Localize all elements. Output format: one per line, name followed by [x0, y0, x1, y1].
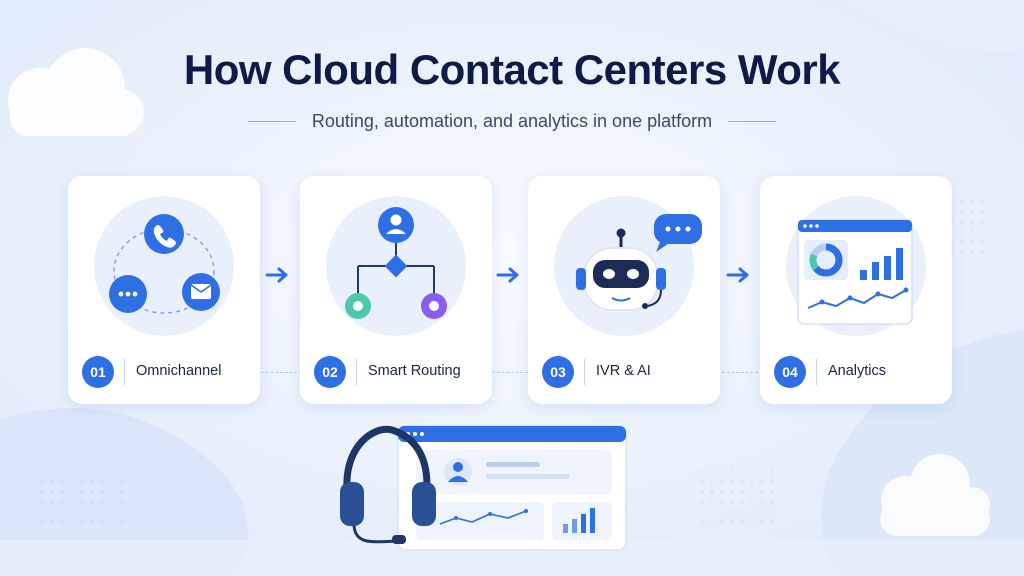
step-number-badge: 02 [314, 356, 346, 388]
step-number-badge: 03 [542, 356, 574, 388]
cloud-icon [880, 454, 990, 536]
step-card-analytics: 04 Analytics [760, 176, 952, 404]
step-number-badge: 01 [82, 356, 114, 388]
phone-icon [144, 214, 184, 254]
line-chart-icon [439, 509, 528, 525]
step-card-ivr-ai: 03 IVR & AI [528, 176, 720, 404]
dashed-connector [492, 372, 528, 373]
arrow-right-icon [265, 267, 288, 283]
robot-icon [576, 228, 666, 311]
bar-chart-icon [563, 508, 595, 533]
subtitle-divider-left [247, 121, 296, 122]
subtitle-divider-right [728, 121, 777, 122]
email-icon [182, 273, 220, 311]
step-label: IVR & AI [596, 363, 651, 379]
step-label: Analytics [828, 363, 887, 379]
bar-chart-icon [860, 248, 903, 280]
avatar-icon [444, 458, 472, 486]
omnichannel-illustration [109, 214, 220, 314]
donut-chart-icon [804, 240, 848, 280]
badge-divider [124, 359, 125, 385]
page-subtitle: Routing, automation, and analytics in on… [311, 111, 713, 131]
headset-icon [340, 425, 436, 544]
node-icon [345, 293, 371, 319]
routing-illustration [345, 207, 447, 319]
step-label: Smart Routing [368, 363, 461, 379]
line-chart-icon [807, 287, 909, 309]
step-number-badge: 04 [774, 356, 806, 388]
badge-divider [356, 359, 357, 385]
ivr-ai-illustration [576, 214, 702, 311]
badge-divider [584, 359, 585, 385]
badge-divider [816, 359, 817, 385]
dashed-connector [261, 372, 297, 373]
chat-icon [109, 275, 147, 313]
arrow-right-icon [496, 267, 519, 283]
dashed-connector [722, 372, 758, 373]
analytics-illustration [797, 219, 913, 325]
user-icon [378, 207, 414, 243]
cloud-icon [8, 48, 144, 136]
step-card-omnichannel: 01 Omnichannel [68, 176, 260, 404]
browser-window-icon [397, 425, 627, 551]
page-title: How Cloud Contact Centers Work [183, 46, 841, 93]
node-icon [421, 293, 447, 319]
step-label: Omnichannel [136, 363, 222, 379]
arrow-right-icon [726, 267, 749, 283]
subtitle-row: Routing, automation, and analytics in on… [0, 111, 1024, 132]
chat-bubble-icon [654, 214, 702, 252]
step-card-smart-routing: 02 Smart Routing [300, 176, 492, 404]
